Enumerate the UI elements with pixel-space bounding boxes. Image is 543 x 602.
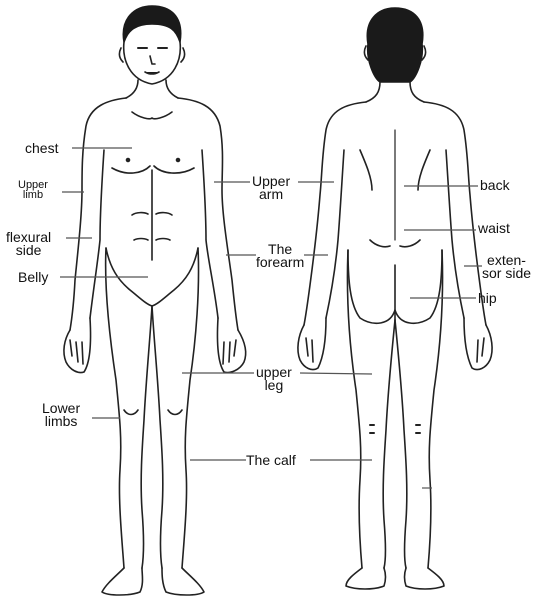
back-left-hand [298, 318, 326, 370]
back-right-hand [464, 318, 492, 370]
label-hip: hip [478, 292, 497, 305]
back-head [367, 8, 422, 82]
front-figure [64, 6, 246, 595]
front-torso-left [70, 98, 126, 330]
front-torso-right [178, 98, 238, 330]
label-belly: Belly [18, 271, 48, 284]
back-torso-right [424, 102, 486, 325]
back-torso-left [304, 102, 366, 325]
label-chest: chest [25, 142, 58, 155]
label-upper-arm: Upper arm [252, 175, 290, 201]
label-upper-leg: upper leg [256, 366, 292, 392]
label-forearm: The forearm [256, 243, 304, 269]
front-left-foot [102, 568, 143, 595]
back-left-foot [346, 568, 386, 589]
label-extensor-side: exten- sor side [482, 254, 531, 280]
front-left-hand [64, 318, 91, 373]
label-back: back [480, 179, 510, 192]
back-left-leg [347, 250, 362, 568]
front-hair [123, 6, 180, 42]
label-waist: waist [478, 222, 510, 235]
front-right-leg [182, 248, 199, 568]
leader-upper-leg-right [300, 373, 372, 374]
label-lower-limbs: Lower limbs [42, 402, 80, 428]
front-right-hand [217, 318, 245, 373]
label-flexural-side: flexural side [6, 231, 51, 257]
front-left-leg [106, 248, 124, 568]
label-upper-limb: Upper limb [18, 180, 48, 200]
front-right-foot [162, 568, 204, 595]
label-calf: The calf [246, 454, 296, 467]
back-right-foot [405, 568, 445, 589]
